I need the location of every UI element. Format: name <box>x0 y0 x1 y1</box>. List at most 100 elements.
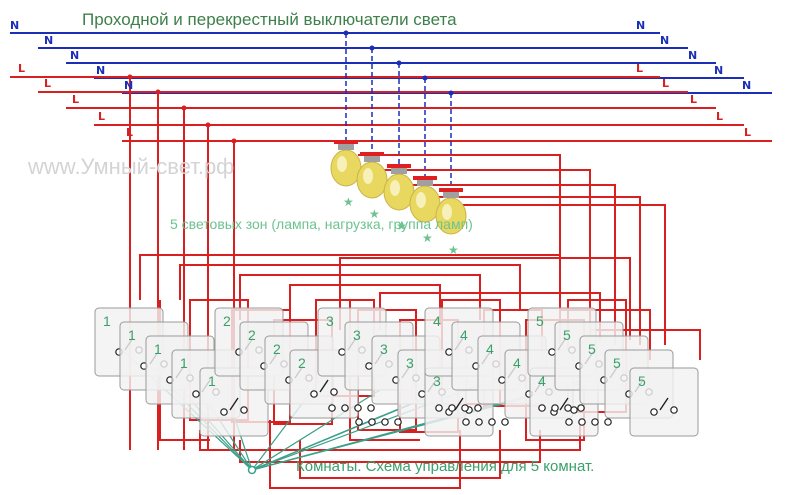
lamp-highlight <box>390 180 400 196</box>
terminal <box>591 418 599 426</box>
terminal <box>448 404 456 412</box>
line-label-left: L <box>72 93 79 106</box>
room-hub <box>247 465 257 475</box>
switch-number: 4 <box>538 373 546 389</box>
switch-number: 1 <box>180 355 188 371</box>
lamp-socket <box>338 143 354 150</box>
neutral-label-right: N <box>714 64 723 77</box>
lamp-cap <box>439 188 463 192</box>
switch-number: 4 <box>513 355 521 371</box>
switch-number: 1 <box>208 373 216 389</box>
rooms-caption: Комнаты. Схема управления для 5 комнат. <box>296 458 594 475</box>
terminal <box>565 418 573 426</box>
switch-plate <box>629 367 699 437</box>
terminal <box>577 404 585 412</box>
lamp-3: ★ <box>383 164 415 233</box>
terminal <box>670 406 678 414</box>
switch-lever <box>319 379 329 393</box>
terminal <box>365 362 373 370</box>
switch-number: 5 <box>563 327 571 343</box>
traveler-loop-10 <box>269 420 461 489</box>
terminal <box>445 348 453 356</box>
watermark-text: www.Умный-свет.рф <box>27 154 234 179</box>
neutral-label-right: N <box>742 79 751 92</box>
star-icon: ★ <box>343 195 354 209</box>
lamp-socket <box>391 167 407 174</box>
traveler-loop-3 <box>239 274 481 320</box>
terminal <box>604 418 612 426</box>
switch-lever <box>454 397 464 411</box>
neutral-label-right: N <box>660 34 669 47</box>
cross-terminals-3 <box>538 404 585 412</box>
terminal <box>538 404 546 412</box>
terminal <box>310 390 318 398</box>
terminal <box>328 404 336 412</box>
switch-number: 5 <box>536 313 544 329</box>
switch-number: 3 <box>353 327 361 343</box>
neutral-label-left: N <box>10 19 19 32</box>
traveler-loop-1 <box>139 254 561 300</box>
switch-number: 3 <box>326 313 334 329</box>
terminal <box>354 404 362 412</box>
neutral-label-left: N <box>124 79 133 92</box>
star-icon: ★ <box>369 207 380 221</box>
switch-number: 3 <box>406 355 414 371</box>
lamp-2: ★ <box>356 152 388 221</box>
star-icon: ★ <box>396 219 407 233</box>
terminal <box>488 418 496 426</box>
terminal <box>367 404 375 412</box>
zones-caption: 5 световых зон (лампа, нагрузка, группа … <box>170 216 473 232</box>
terminal <box>650 408 658 416</box>
switch-number: 5 <box>588 341 596 357</box>
star-icon: ★ <box>422 231 433 245</box>
terminal <box>475 418 483 426</box>
terminal <box>474 404 482 412</box>
terminal <box>341 404 349 412</box>
terminal <box>498 376 506 384</box>
cross-terminals-6 <box>565 418 612 426</box>
traveler-loop-5 <box>339 257 631 340</box>
cross-terminals-4 <box>355 418 402 426</box>
traveler-loop-4 <box>289 284 441 325</box>
line-label-right: L <box>716 110 723 123</box>
terminal <box>462 418 470 426</box>
lamp-highlight <box>363 168 373 184</box>
switch-number: 1 <box>154 341 162 357</box>
terminal <box>551 404 559 412</box>
switch-number: 1 <box>128 327 136 343</box>
switch-number: 4 <box>460 327 468 343</box>
lamp-return-4 <box>437 196 641 345</box>
lamp-cap <box>360 152 384 156</box>
neutral-label-right: N <box>688 49 697 62</box>
terminal <box>330 388 338 396</box>
neutral-label-left: N <box>96 64 105 77</box>
lamp-return-2 <box>384 169 591 345</box>
terminal <box>338 348 346 356</box>
line-label-left: L <box>98 110 105 123</box>
switch-number: 4 <box>486 341 494 357</box>
line-label-right: L <box>690 93 697 106</box>
cross-terminals-1 <box>328 404 375 412</box>
lamp-1: ★ <box>330 140 362 209</box>
switch-number: 2 <box>273 341 281 357</box>
terminal <box>220 408 228 416</box>
lamp-5: ★ <box>435 188 467 257</box>
switch-number: 1 <box>103 313 111 329</box>
lamp-highlight <box>337 156 347 172</box>
terminal <box>368 418 376 426</box>
switch-24: 5 <box>629 367 699 437</box>
line-label-left: L <box>126 126 133 139</box>
switch-number: 2 <box>223 313 231 329</box>
star-icon: ★ <box>448 243 459 257</box>
switch-number: 3 <box>380 341 388 357</box>
lamp-return-3 <box>411 184 616 345</box>
lamp-socket <box>364 155 380 162</box>
traveler-line-7 <box>251 389 381 471</box>
switch-number: 4 <box>433 313 441 329</box>
lamp-socket <box>443 191 459 198</box>
lamp-socket <box>417 179 433 186</box>
diagram-title: Проходной и перекрестный выключатели све… <box>82 10 457 29</box>
